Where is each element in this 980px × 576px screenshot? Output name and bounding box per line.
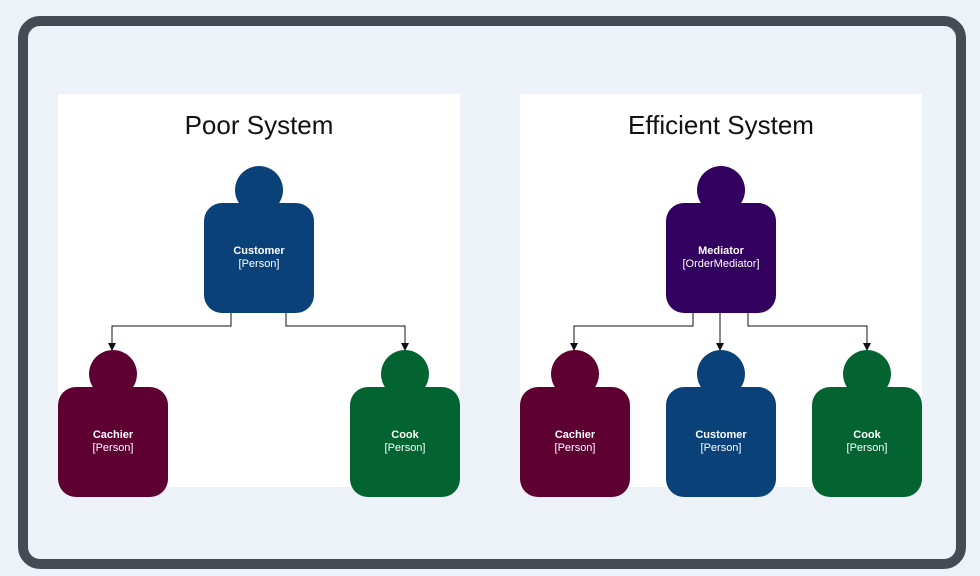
cook-person: Cook [Person] [812,350,922,497]
cook-body: Cook [Person] [350,387,460,497]
cachier-person: Cachier [Person] [58,350,168,497]
efficient-system-title: Efficient System [628,110,814,140]
customer-type: [Person] [700,442,742,454]
customer-name: Customer [233,245,285,257]
cook-type: [Person] [846,442,888,454]
cachier-type: [Person] [92,442,134,454]
customer-body: Customer [Person] [666,387,776,497]
efficient-system-connectors [570,299,871,351]
poor-system-title: Poor System [184,110,334,140]
connector-mediator-cook [744,299,871,351]
customer-name: Customer [695,429,747,441]
customer-type: [Person] [238,258,280,270]
cook-body: Cook [Person] [812,387,922,497]
mediator-name: Mediator [698,245,744,257]
mediator-type: [OrderMediator] [682,258,760,270]
cook-name: Cook [853,429,881,441]
cook-person: Cook [Person] [350,350,460,497]
efficient-system-panel: Efficient System Mediator [OrderMediator… [520,94,922,497]
customer-body: Customer [Person] [204,203,314,313]
cachier-body: Cachier [Person] [58,387,168,497]
cachier-type: [Person] [554,442,596,454]
mediator-body: Mediator [OrderMediator] [666,203,776,313]
connector-customer-cook [282,299,409,351]
poor-system-panel: Poor System Customer [Person] Cachier [P… [58,94,460,497]
mediator-person: Mediator [OrderMediator] [666,166,776,313]
connector-mediator-cachier [570,299,697,351]
customer-person: Customer [Person] [666,350,776,497]
cook-type: [Person] [384,442,426,454]
cachier-name: Cachier [554,429,596,441]
poor-system-connectors [108,299,409,351]
cook-name: Cook [391,429,419,441]
cachier-name: Cachier [92,429,134,441]
customer-person: Customer [Person] [204,166,314,313]
cachier-body: Cachier [Person] [520,387,630,497]
cachier-person: Cachier [Person] [520,350,630,497]
connector-customer-cachier [108,299,235,351]
